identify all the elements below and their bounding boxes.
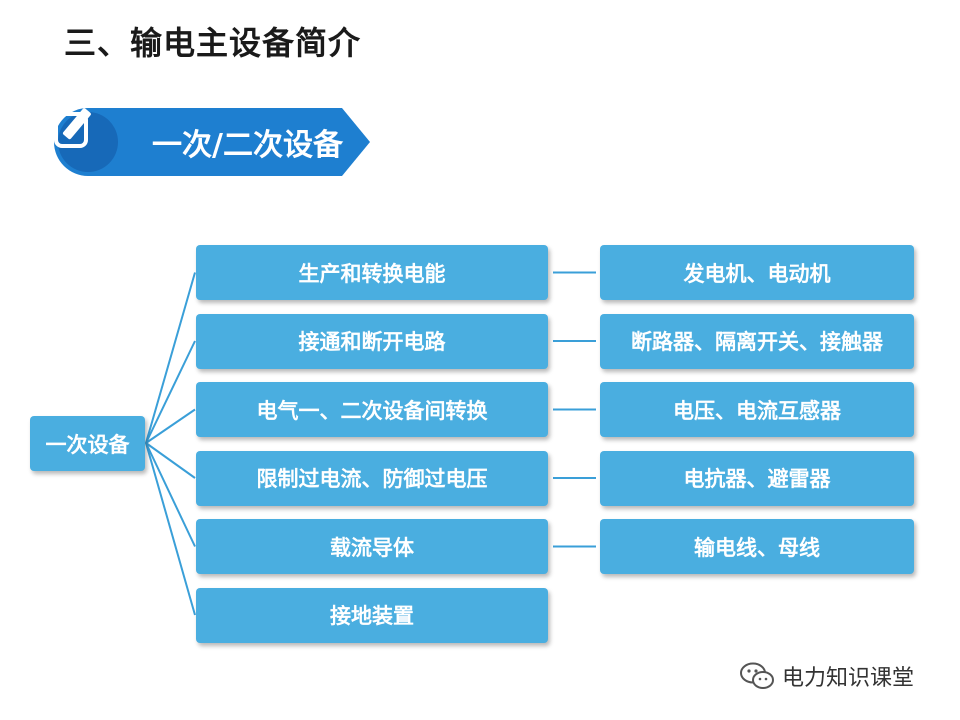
function-node: 限制过电流、防御过电压 bbox=[196, 450, 548, 506]
equipment-node: 发电机、电动机 bbox=[600, 245, 914, 300]
banner-label: 一次/二次设备 bbox=[152, 128, 343, 163]
function-node: 电气一、二次设备间转换 bbox=[196, 382, 548, 437]
root-connector bbox=[145, 442, 196, 547]
equipment-node: 电抗器、避雷器 bbox=[600, 450, 914, 506]
root-connector bbox=[145, 340, 196, 444]
root-connector bbox=[145, 408, 196, 444]
root-connector bbox=[145, 442, 196, 479]
function-node: 接通和断开电路 bbox=[196, 313, 548, 369]
watermark-label: 电力知识课堂 bbox=[782, 666, 915, 691]
root-node: 一次设备 bbox=[30, 416, 145, 471]
equipment-node: 电压、电流互感器 bbox=[600, 382, 914, 437]
function-node: 生产和转换电能 bbox=[196, 245, 548, 300]
watermark: 电力知识课堂 bbox=[740, 660, 914, 692]
function-node: 接地装置 bbox=[196, 587, 548, 643]
function-node: 载流导体 bbox=[196, 519, 548, 574]
page-title: 三、输电主设备简介 bbox=[64, 24, 362, 62]
edit-icon bbox=[54, 108, 91, 148]
equipment-node: 断路器、隔离开关、接触器 bbox=[600, 313, 914, 369]
equipment-node: 输电线、母线 bbox=[600, 519, 914, 574]
root-connector bbox=[145, 442, 196, 616]
wechat-icon bbox=[740, 662, 774, 689]
root-connector bbox=[145, 272, 196, 444]
section-banner: 一次/二次设备 bbox=[52, 106, 372, 178]
